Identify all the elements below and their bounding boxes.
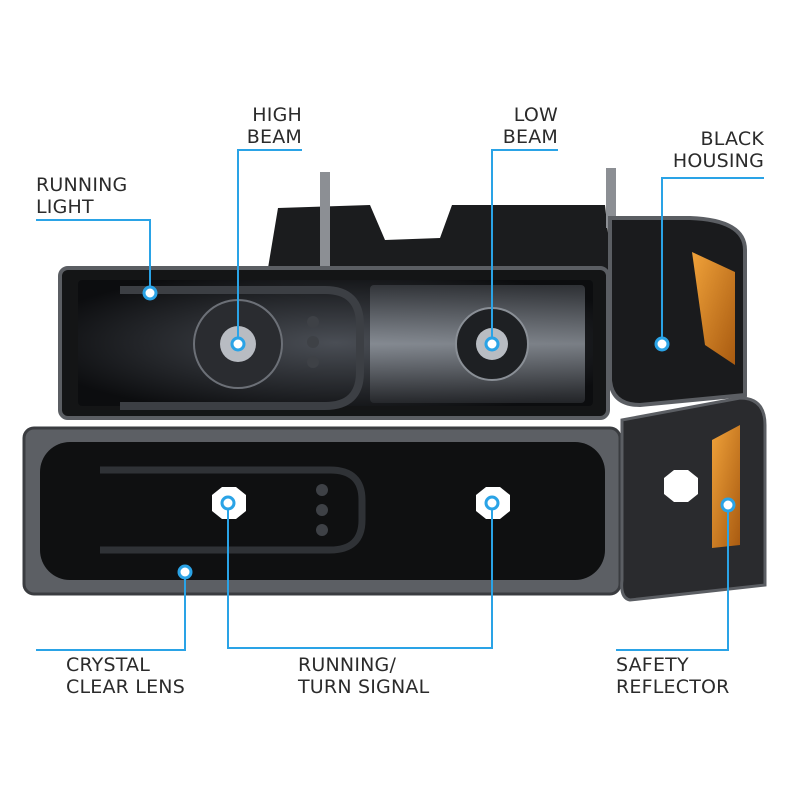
callout-low-beam-line — [491, 149, 558, 344]
label-running-turn-signal: RUNNING/ TURN SIGNAL — [298, 654, 430, 698]
label-high-beam: HIGH BEAM — [246, 104, 302, 148]
callout-crystal-lens-line — [36, 572, 186, 651]
label-low-beam: LOW BEAM — [502, 104, 558, 148]
amber-side-marker — [692, 252, 735, 365]
adjuster-screw-right — [606, 168, 616, 228]
callout-turn-signal-line — [227, 503, 493, 649]
callout-turn-signal-dot-right — [484, 495, 500, 511]
rear-bracket — [268, 168, 616, 270]
label-black-housing: BLACK HOUSING — [672, 128, 764, 172]
label-safety-reflector: SAFETY REFLECTOR — [616, 654, 730, 698]
callout-running-light-line — [36, 219, 151, 293]
callout-high-beam-line — [237, 149, 302, 344]
lower-parking-lamp — [22, 426, 622, 596]
adjuster-screw-left — [320, 172, 330, 270]
label-crystal-clear-lens: CRYSTAL CLEAR LENS — [66, 654, 185, 698]
callout-black-housing-line — [661, 177, 764, 344]
corner-lamp — [608, 216, 747, 408]
callout-high-beam-dot — [230, 336, 246, 352]
label-running-light: RUNNING LIGHT — [36, 174, 128, 218]
callout-low-beam-dot — [484, 336, 500, 352]
callout-turn-signal-dot-left — [220, 495, 236, 511]
callout-safety-reflector-dot — [720, 497, 736, 513]
callout-black-housing-dot — [654, 336, 670, 352]
lower-corner-lamp — [620, 396, 767, 602]
callout-crystal-lens-dot — [177, 564, 193, 580]
upper-headlight — [58, 266, 610, 420]
callout-safety-reflector-line — [616, 505, 729, 651]
callout-running-light-dot — [142, 285, 158, 301]
callout-lines — [36, 149, 764, 651]
